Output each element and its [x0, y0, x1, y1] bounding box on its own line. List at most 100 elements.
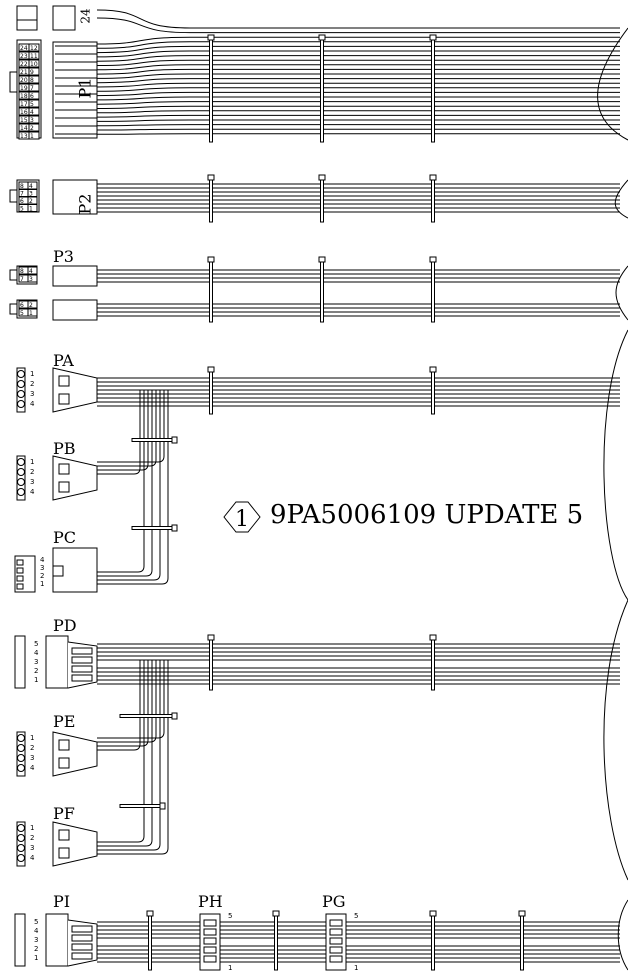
- break-line: [603, 329, 628, 601]
- pin-number: 3: [30, 844, 34, 852]
- cable-tie-head: [318, 174, 326, 181]
- pin-cell: [28, 107, 40, 116]
- connector-p3-housing: [52, 299, 98, 321]
- pin-number: 2: [34, 667, 38, 675]
- connector-ph-slot: [203, 919, 217, 927]
- cable-tie-head: [207, 34, 215, 41]
- connector-label-pg: PG: [322, 892, 346, 911]
- pin-number: 20: [20, 77, 28, 84]
- wire: [96, 101, 191, 105]
- cable-tie: [131, 438, 173, 442]
- connector-pe-pin: [17, 754, 25, 762]
- connector-p2-housing: [52, 179, 98, 215]
- wire: [96, 96, 191, 101]
- cable-tie: [431, 179, 435, 223]
- cable-tie: [209, 371, 213, 415]
- pin-number: 22: [20, 61, 28, 68]
- connector-pi-body: [14, 913, 26, 967]
- connector-pa-pin: [17, 400, 25, 408]
- pin-number: 3: [29, 191, 33, 198]
- pin-number: 11: [30, 53, 38, 60]
- pin-number: 3: [34, 936, 38, 944]
- connector-pg-slot: [329, 955, 343, 963]
- cable-tie: [274, 915, 278, 971]
- pin-number: 5: [34, 918, 38, 926]
- pin-number: 8: [30, 77, 34, 84]
- pin-number: 15: [20, 117, 28, 124]
- pin-number: 4: [30, 854, 35, 862]
- pin-number: 1: [228, 964, 232, 972]
- wire: [96, 110, 191, 114]
- connector-label-p2: P2: [75, 193, 95, 215]
- pin-number: 12: [30, 45, 38, 52]
- connector-pi-slot: [71, 925, 93, 933]
- wire: [96, 36, 191, 45]
- wire: [97, 660, 153, 847]
- pin-cell: [28, 51, 40, 60]
- pin-cell: [28, 75, 40, 84]
- wire: [97, 390, 141, 475]
- connector-pf-pin: [17, 844, 25, 852]
- cable-tie-head: [318, 34, 326, 41]
- connector-pd-slot: [71, 665, 93, 673]
- pin-cell: [28, 99, 40, 108]
- connector-pg-slot: [329, 946, 343, 954]
- cable-tie-head: [429, 366, 437, 373]
- wire: [97, 660, 169, 855]
- pin-number: 5: [30, 101, 34, 108]
- connector-24pin-end: [16, 5, 38, 21]
- pin-cell: [27, 204, 38, 212]
- pin-number: 1: [29, 310, 33, 317]
- pin-cell: [16, 575, 24, 582]
- pin-number: 2: [29, 302, 33, 309]
- cable-tie-head: [159, 802, 166, 810]
- connector-pe-pin: [17, 734, 25, 742]
- connector-label-pb: PB: [53, 439, 76, 458]
- pin-number: 5: [354, 912, 358, 920]
- connector-pb-pin: [17, 488, 25, 496]
- connector-pc-slot: [52, 565, 64, 577]
- cable-tie-head: [318, 256, 326, 263]
- break-line: [603, 599, 628, 881]
- pin-number: 4: [34, 927, 39, 935]
- pin-number: 3: [30, 117, 34, 124]
- connector-pd-body: [14, 635, 26, 689]
- connector-pd-housing: [45, 635, 69, 689]
- pin-number: 6: [20, 302, 24, 309]
- wire: [96, 55, 191, 62]
- cable-tie: [431, 39, 435, 143]
- pin-number: 1: [29, 206, 33, 213]
- pin-number: 17: [20, 101, 28, 108]
- revision-marker-icon: 1: [223, 501, 261, 533]
- pin-cell: [28, 123, 40, 132]
- pin-number: 23: [20, 53, 28, 60]
- pin-cell: [28, 59, 40, 68]
- connector-label-pe: PE: [53, 712, 76, 731]
- cable-tie-head: [429, 634, 437, 641]
- wire: [96, 105, 191, 109]
- cable-tie: [209, 639, 213, 691]
- cable-tie: [320, 261, 324, 323]
- pin-number: 4: [30, 764, 35, 772]
- cable-tie: [148, 915, 152, 971]
- pin-cell: [16, 567, 24, 574]
- cable-tie-head: [207, 174, 215, 181]
- pin-number: 4: [40, 556, 45, 564]
- pin-number: 1: [354, 964, 358, 972]
- cable-tie: [320, 39, 324, 143]
- pin-number: 4: [29, 183, 33, 190]
- wire: [97, 660, 165, 739]
- wire: [96, 59, 191, 66]
- pin-number: 16: [20, 109, 28, 116]
- pin-number: 2: [30, 380, 34, 388]
- wire: [96, 17, 191, 34]
- connector-24pin-end: [16, 19, 38, 31]
- cable-tie: [431, 639, 435, 691]
- connector-pe-slot: [58, 757, 70, 769]
- pin-cell: [28, 67, 40, 76]
- pin-number: 9: [30, 69, 34, 76]
- pin-number: 4: [29, 268, 33, 275]
- cable-tie: [431, 371, 435, 415]
- connector-pe-pin: [17, 744, 25, 752]
